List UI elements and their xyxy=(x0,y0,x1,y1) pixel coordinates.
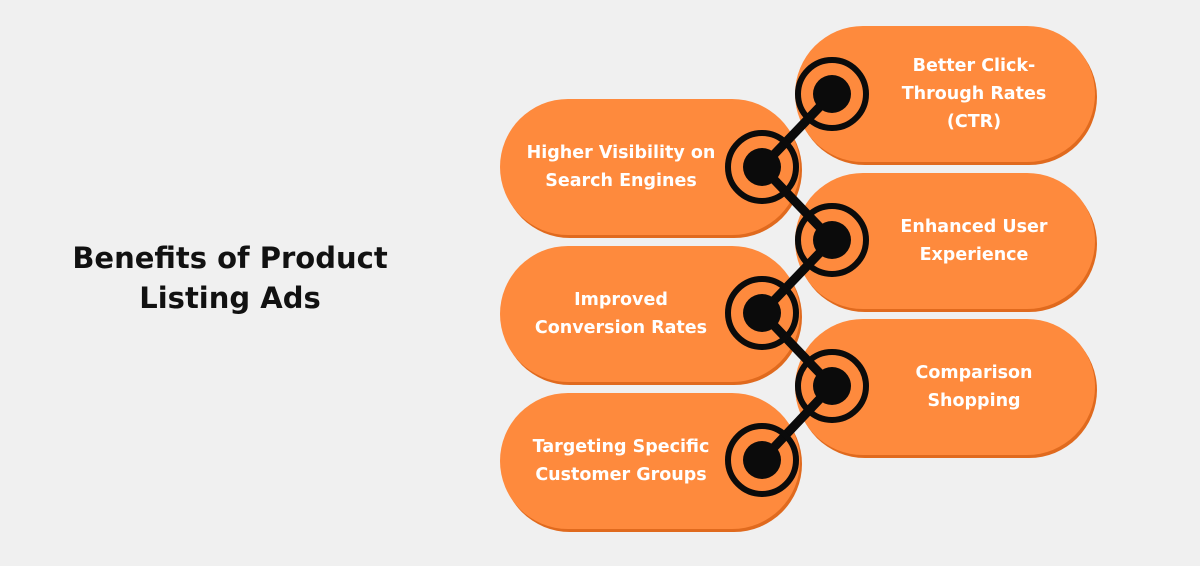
benefit-label-comparison: Comparison Shopping xyxy=(915,363,1033,411)
benefit-pill-user-experience: Enhanced User Experience xyxy=(795,173,1095,309)
benefit-label-user-experience: Enhanced User Experience xyxy=(900,217,1048,265)
benefit-pill-comparison: Comparison Shopping xyxy=(795,319,1095,455)
benefit-label-conversion: Improved Conversion Rates xyxy=(534,290,708,338)
benefit-label-visibility: Higher Visibility on Search Engines xyxy=(526,143,716,191)
benefit-pill-visibility: Higher Visibility on Search Engines xyxy=(500,99,800,235)
diagram-title: Benefits of Product Listing Ads xyxy=(72,241,388,315)
benefit-label-ctr: Better Click- Through Rates (CTR) xyxy=(901,56,1047,132)
benefit-pill-conversion: Improved Conversion Rates xyxy=(500,246,800,382)
benefit-pill-targeting: Targeting Specific Customer Groups xyxy=(500,393,800,529)
benefit-pill-ctr: Better Click- Through Rates (CTR) xyxy=(795,26,1095,162)
benefit-label-targeting: Targeting Specific Customer Groups xyxy=(532,437,710,485)
